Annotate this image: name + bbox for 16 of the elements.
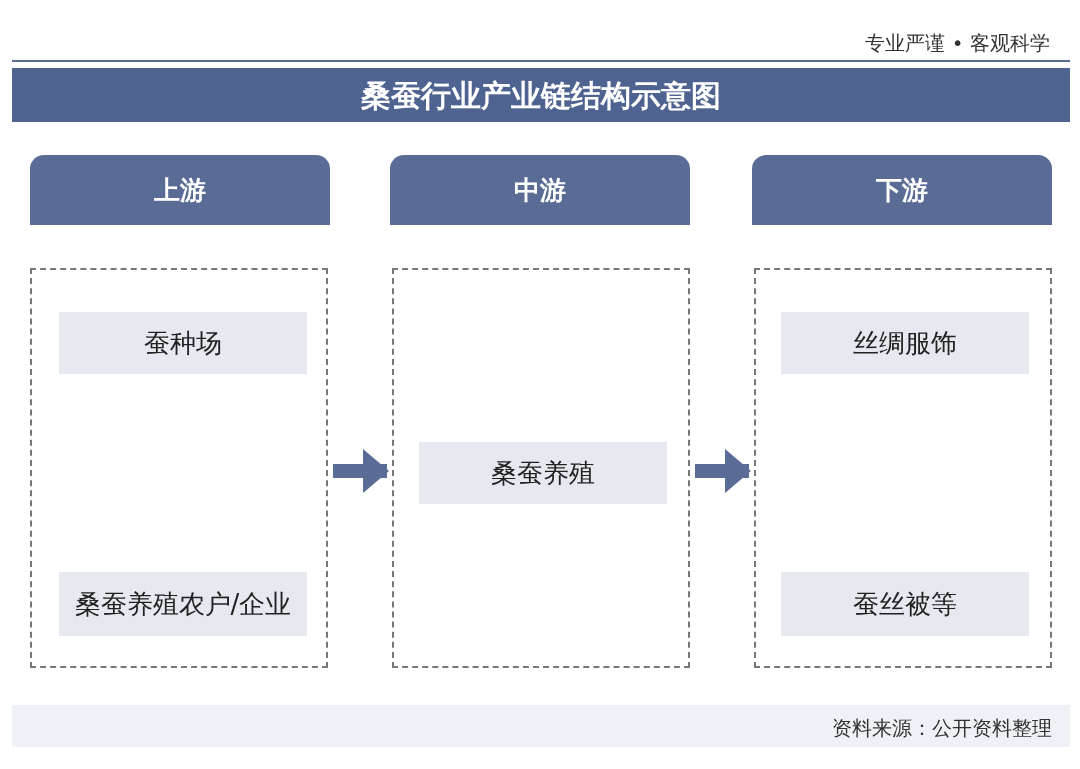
source-note: 资料来源：公开资料整理 — [832, 715, 1052, 742]
process-box: 蚕丝被等 — [781, 572, 1029, 636]
stage-header: 下游 — [752, 155, 1052, 225]
dashed-group-box — [754, 268, 1052, 668]
process-box: 蚕种场 — [59, 312, 307, 374]
flow-arrow — [695, 449, 751, 493]
stage-header: 中游 — [390, 155, 690, 225]
process-box: 丝绸服饰 — [781, 312, 1029, 374]
title-bar: 桑蚕行业产业链结构示意图 — [12, 68, 1070, 122]
process-box: 桑蚕养殖 — [419, 442, 667, 504]
process-box: 桑蚕养殖农户/企业 — [59, 572, 307, 636]
slogan-text: 专业严谨 • 客观科学 — [865, 30, 1050, 57]
stage-header: 上游 — [30, 155, 330, 225]
flow-arrow — [333, 449, 389, 493]
dashed-group-box — [30, 268, 328, 668]
dashed-group-box — [392, 268, 690, 668]
